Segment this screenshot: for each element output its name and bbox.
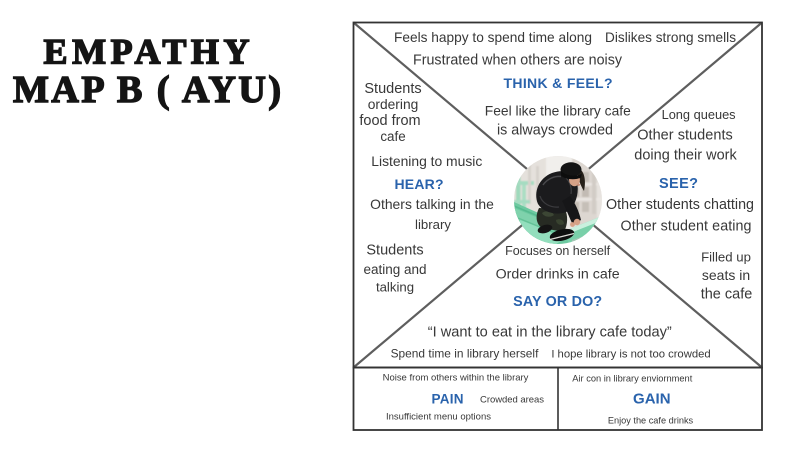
svg-text:cafe: cafe [380,129,405,144]
svg-text:eating and: eating and [363,262,426,277]
svg-text:doing their work: doing their work [634,148,737,164]
svg-text:Dislikes strong smells: Dislikes strong smells [605,30,736,45]
svg-text:Air con in library enviornment: Air con in library enviornment [572,374,692,384]
svg-text:Enjoy the cafe drinks: Enjoy the cafe drinks [608,416,694,426]
svg-text:THINK & FEEL?: THINK & FEEL? [504,75,613,91]
svg-text:SAY OR DO?: SAY OR DO? [513,294,602,310]
svg-text:library: library [415,217,451,232]
svg-text:PAIN: PAIN [432,392,464,407]
svg-text:Filled up: Filled up [701,250,751,265]
svg-text:Feel like the library cafe: Feel like the library cafe [485,104,631,119]
svg-text:the cafe: the cafe [701,287,753,303]
svg-text:I hope library is not too crow: I hope library is not too crowded [551,349,710,361]
svg-text:Other students: Other students [637,128,733,144]
svg-text:is always crowded: is always crowded [497,123,613,139]
svg-text:Other students chatting: Other students chatting [606,197,754,213]
svg-text:Listening to music: Listening to music [371,153,482,169]
svg-text:Students: Students [366,243,423,259]
svg-text:Order drinks in cafe: Order drinks in cafe [496,267,620,283]
svg-text:Insufficient menu options: Insufficient menu options [386,412,491,423]
svg-text:HEAR?: HEAR? [395,176,444,192]
svg-text:Frustrated when others are noi: Frustrated when others are noisy [413,53,623,69]
svg-text:Others talking in the: Others talking in the [370,196,494,212]
svg-text:Feels happy to spend time alon: Feels happy to spend time along [394,30,592,45]
svg-text:Focuses on herself: Focuses on herself [505,244,611,258]
svg-text:Spend time in library herself: Spend time in library herself [391,347,539,361]
svg-text:ordering: ordering [368,97,419,112]
svg-text:EMPATHY: EMPATHY [44,32,250,72]
svg-text:Other student eating: Other student eating [621,219,752,235]
svg-text:Noise from others within the l: Noise from others within the library [383,373,529,384]
svg-text:seats in: seats in [702,267,750,283]
svg-text:MAP B ( AYU): MAP B ( AYU) [13,69,281,111]
svg-text:Long queues: Long queues [662,107,736,122]
svg-text:Crowded areas: Crowded areas [480,395,544,406]
svg-text:talking: talking [376,280,414,295]
svg-text:SEE?: SEE? [659,176,698,192]
svg-text:food from: food from [359,113,420,129]
svg-text:Students: Students [364,81,421,97]
svg-text:“I want to eat in the library: “I want to eat in the library cafe today… [428,325,672,341]
svg-text:GAIN: GAIN [633,391,671,408]
